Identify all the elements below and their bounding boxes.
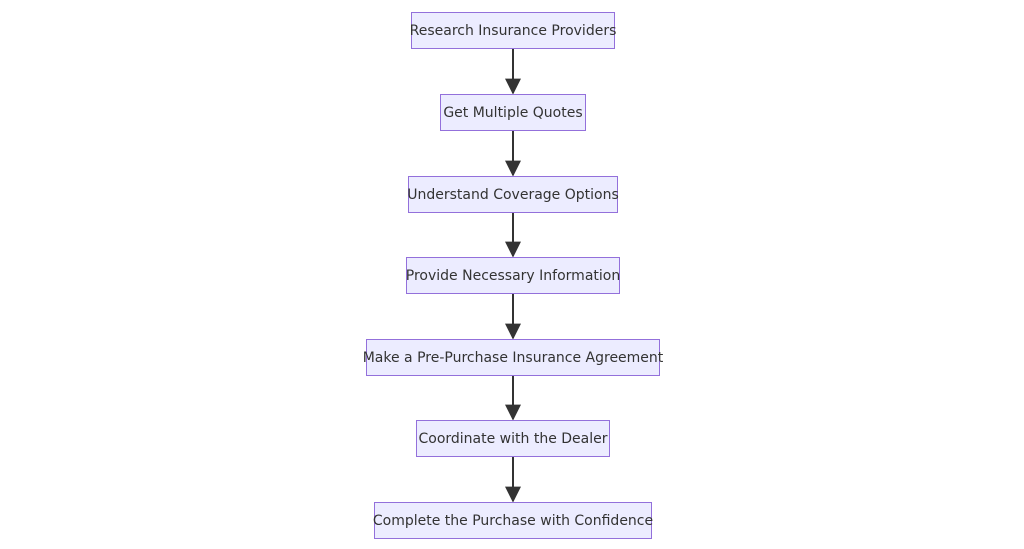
node-make-pre-purchase-agreement: Make a Pre-Purchase Insurance Agreement [363,339,663,376]
node-complete-purchase: Complete the Purchase with Confidence [373,502,653,539]
node-research-insurance-providers: Research Insurance Providers [410,12,616,49]
node-coordinate-with-dealer: Coordinate with the Dealer [416,420,610,457]
node-get-multiple-quotes: Get Multiple Quotes [440,94,586,131]
node-understand-coverage-options: Understand Coverage Options [407,176,619,213]
node-provide-necessary-information: Provide Necessary Information [406,257,620,294]
